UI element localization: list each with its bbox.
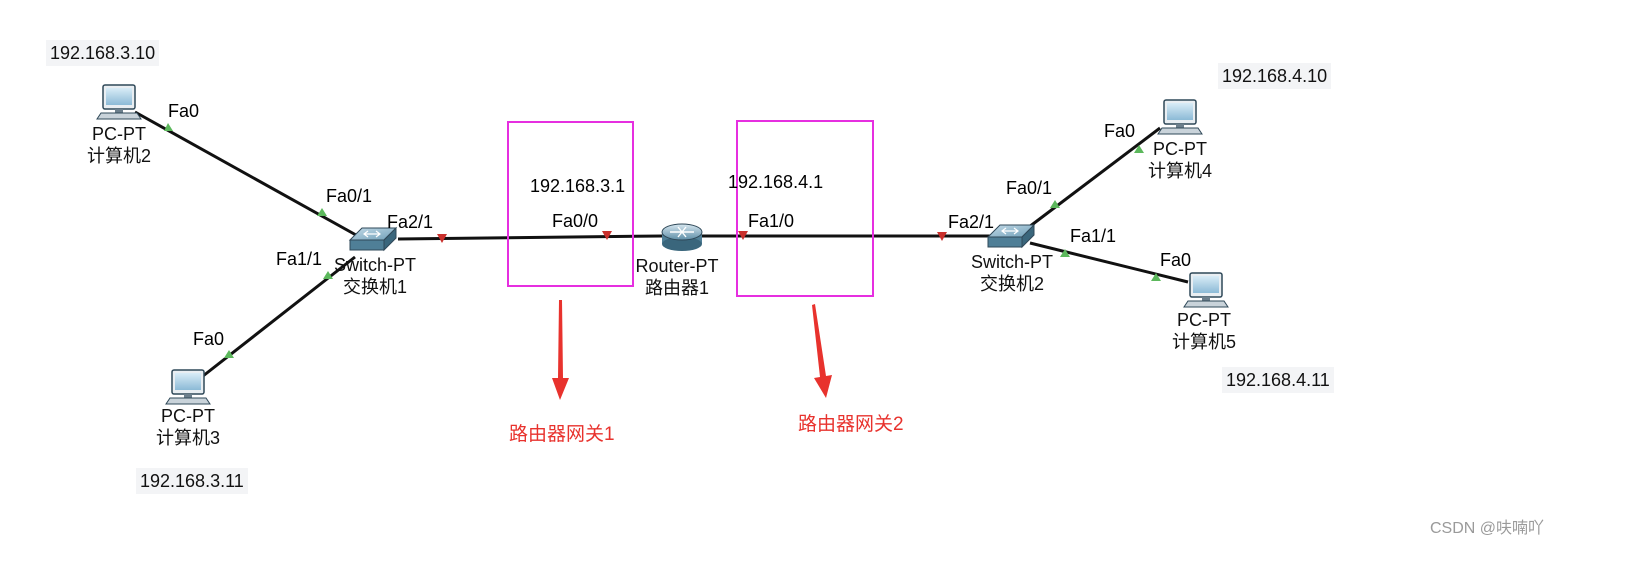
pc2-name: 计算机2 <box>86 146 151 166</box>
switch-icon[interactable] <box>986 223 1036 249</box>
port-label-sw2-fa1-1: Fa1/1 <box>1070 226 1117 246</box>
switch2-name: 交换机2 <box>979 274 1044 294</box>
pc4-name: 计算机4 <box>1147 161 1212 181</box>
port-label-pc3-fa0: Fa0 <box>193 329 225 349</box>
port-up-icon <box>1050 200 1060 208</box>
gateway2-highlight-box <box>736 120 874 297</box>
port-down-icon <box>937 232 947 241</box>
gateway1-highlight-box <box>507 121 634 287</box>
port-label-r1-fa0-0: Fa0/0 <box>552 211 599 231</box>
links <box>134 110 1189 378</box>
port-label-sw2-fa2-1: Fa2/1 <box>948 212 995 232</box>
gateway1-annotation: 路由器网关1 <box>509 424 615 445</box>
pc4-ip-label: 192.168.4.10 <box>1218 63 1332 89</box>
pc-icon[interactable] <box>165 369 211 405</box>
router-icon[interactable] <box>661 223 703 251</box>
switch2-type: Switch-PT <box>970 252 1053 272</box>
port-label-sw1-fa1-1: Fa1/1 <box>276 249 323 269</box>
port-up-icon <box>224 350 234 358</box>
pc3-label: PC-PT 计算机3 <box>152 405 224 449</box>
port-label-pc5-fa0: Fa0 <box>1160 250 1192 270</box>
port-label-pc4-fa0: Fa0 <box>1104 121 1136 141</box>
gateway2-ip-label: 192.168.4.1 <box>728 172 824 192</box>
switch1-type: Switch-PT <box>333 255 416 275</box>
pc2-type: PC-PT <box>92 124 146 144</box>
port-label-r1-fa1-0: Fa1/0 <box>748 211 795 231</box>
port-down-icon <box>602 231 612 240</box>
gateway2-annotation: 路由器网关2 <box>798 414 904 435</box>
port-down-icon <box>738 231 748 240</box>
pc3-ip-label: 192.168.3.11 <box>136 468 248 494</box>
port-label-sw1-fa0-1: Fa0/1 <box>326 186 373 206</box>
pc5-name: 计算机5 <box>1171 332 1236 352</box>
router1-name: 路由器1 <box>644 278 709 298</box>
pc5-ip-label: 192.168.4.11 <box>1222 367 1334 393</box>
pc2-ip-label: 192.168.3.10 <box>46 40 160 66</box>
port-up-icon <box>1151 273 1161 281</box>
port-label-sw1-fa2-1: Fa2/1 <box>387 212 434 232</box>
annotation-arrows <box>552 300 832 400</box>
pc5-label: PC-PT 计算机5 <box>1168 309 1240 353</box>
switch1-name: 交换机1 <box>342 277 407 297</box>
link-switch2-pc4[interactable] <box>1024 126 1161 232</box>
link-pc2-switch1[interactable] <box>134 110 366 242</box>
pc-icon[interactable] <box>1183 272 1229 308</box>
gateway1-ip-label: 192.168.3.1 <box>530 176 626 196</box>
port-up-icon <box>1060 249 1070 257</box>
pc-icon[interactable] <box>1157 99 1203 135</box>
port-markers <box>164 123 1161 358</box>
arrow-down-icon <box>812 304 832 398</box>
watermark: CSDN @呋喃吖 <box>1430 520 1545 537</box>
router1-type: Router-PT <box>635 256 719 276</box>
switch1-label: Switch-PT 交换机1 <box>325 254 425 298</box>
link-switch2-pc5[interactable] <box>1029 241 1189 284</box>
pc2-label: PC-PT 计算机2 <box>83 123 155 167</box>
pc3-type: PC-PT <box>161 406 215 426</box>
pc5-type: PC-PT <box>1177 310 1231 330</box>
port-label-sw2-fa0-1: Fa0/1 <box>1006 178 1053 198</box>
pc3-name: 计算机3 <box>155 428 220 448</box>
port-up-icon <box>1134 145 1144 153</box>
switch-icon[interactable] <box>348 226 398 252</box>
pc4-label: PC-PT 计算机4 <box>1144 138 1216 182</box>
pc4-type: PC-PT <box>1153 139 1207 159</box>
arrow-down-icon <box>552 300 569 400</box>
port-up-icon <box>317 208 327 216</box>
port-up-icon <box>323 271 333 279</box>
pc-icon[interactable] <box>96 84 142 120</box>
switch2-label: Switch-PT 交换机2 <box>962 251 1062 295</box>
port-label-pc2-fa0: Fa0 <box>168 101 200 121</box>
router1-label: Router-PT 路由器1 <box>627 255 727 299</box>
port-down-icon <box>437 234 447 243</box>
port-up-icon <box>164 123 173 131</box>
